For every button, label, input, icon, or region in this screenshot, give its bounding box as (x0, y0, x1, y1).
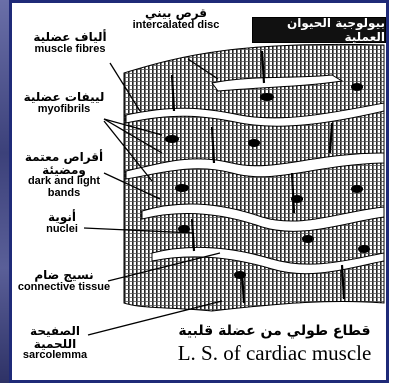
muscle-fibres-ar: ألياف عضلية (20, 31, 120, 44)
label-connective-tissue: نسيج ضام connective tissue (12, 269, 116, 293)
caption-ar: قطاع طولي من عضلة قلبية (162, 323, 387, 339)
label-myofibrils: لييفات عضلية myofibrils (16, 91, 112, 115)
sarcolemma-ar: الصفيحة اللحمية (12, 325, 98, 350)
label-sarcolemma: الصفيحة اللحمية sarcolemma (12, 325, 98, 362)
left-edge-strip (0, 0, 9, 383)
header-title: بيولوجية الحيوان العملية (252, 17, 386, 43)
intercalated-disc-ar: قرص بيني (116, 7, 236, 20)
label-intercalated-disc: قرص بيني intercalated disc (116, 7, 236, 31)
label-muscle-fibres: ألياف عضلية muscle fibres (20, 31, 120, 55)
nuclei-en: nuclei (32, 224, 92, 236)
myofibrils-ar: لييفات عضلية (16, 91, 112, 104)
label-bands: أقراص معتمة ومضيئة dark and light bands (12, 151, 116, 199)
bands-en: dark and light bands (12, 176, 116, 199)
bands-ar: أقراص معتمة ومضيئة (12, 151, 116, 176)
sarcolemma-en: sarcolemma (12, 350, 98, 362)
caption-en: L. S. of cardiac muscle (162, 341, 387, 366)
figure-frame: بيولوجية الحيوان العملية قرص بيني interc… (9, 0, 389, 383)
intercalated-disc-en: intercalated disc (116, 20, 236, 32)
myofibrils-en: myofibrils (16, 104, 112, 116)
label-nuclei: أنوية nuclei (32, 211, 92, 235)
nuclei-ar: أنوية (32, 211, 92, 224)
connective-tissue-en: connective tissue (12, 282, 116, 294)
connective-tissue-ar: نسيج ضام (12, 269, 116, 282)
figure-caption: قطاع طولي من عضلة قلبية L. S. of cardiac… (162, 323, 387, 366)
muscle-fibres-en: muscle fibres (20, 44, 120, 56)
